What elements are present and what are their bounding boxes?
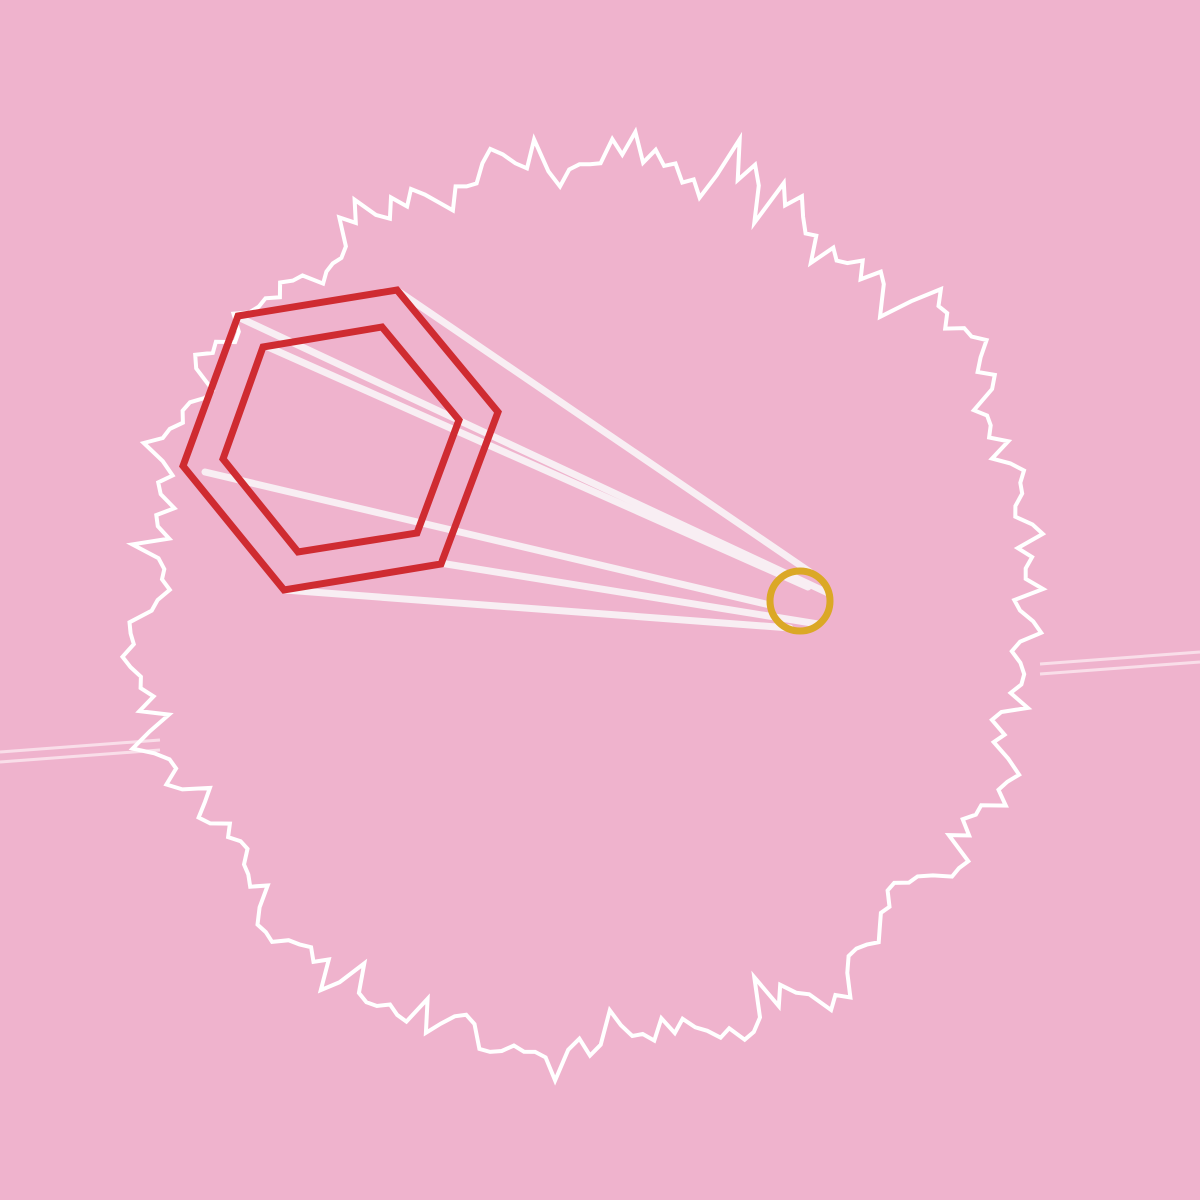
outer-hexagon [179, 286, 502, 594]
tether-line [236, 314, 832, 597]
arena-boundary [119, 126, 1048, 1086]
passing-line-right-a [1039, 650, 1200, 666]
player-ring[interactable] [766, 567, 834, 635]
passing-line-right-b [1039, 660, 1200, 676]
tether-line [281, 586, 794, 632]
tether-line [436, 559, 822, 628]
tether-lines [201, 287, 832, 632]
passing-line-left-b [0, 748, 161, 764]
tether-line [201, 468, 774, 609]
passing-line-left-a [0, 738, 161, 754]
tether-line [264, 343, 812, 591]
tether-line [394, 287, 814, 576]
passing-line [0, 650, 1200, 764]
inner-hexagon [219, 323, 463, 556]
